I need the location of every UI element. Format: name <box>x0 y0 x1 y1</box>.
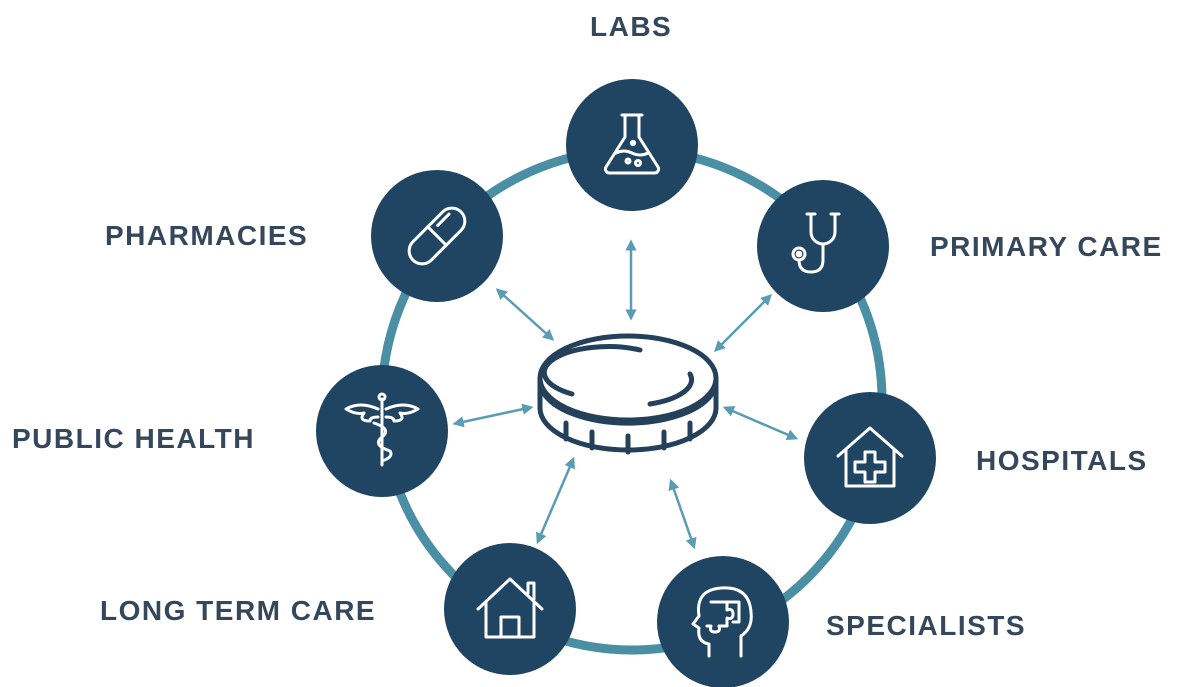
node-specialists <box>657 556 789 687</box>
node-public-health <box>316 365 448 497</box>
arrow-public-health <box>452 403 534 428</box>
node-label-labs: LABS <box>590 11 673 42</box>
caduceus-icon <box>344 392 420 467</box>
node-circle <box>804 392 936 524</box>
arrow-long-term-care <box>536 456 575 545</box>
arrow-pharmacies <box>495 288 555 341</box>
coin-stack-icon <box>537 333 719 455</box>
node-label-public-health: PUBLIC HEALTH <box>12 423 255 454</box>
node-circle <box>444 543 576 675</box>
stethoscope-icon <box>791 212 841 274</box>
node-label-pharmacies: PHARMACIES <box>105 220 309 251</box>
node-labs <box>566 79 698 211</box>
arrow-hospitals <box>722 406 799 440</box>
node-label-long-term-care: LONG TERM CARE <box>100 595 377 626</box>
node-pharmacies <box>371 170 503 302</box>
node-circle <box>657 556 789 687</box>
pill-icon <box>407 206 467 266</box>
node-label-hospitals: HOSPITALS <box>976 445 1148 476</box>
node-label-primary-care: PRIMARY CARE <box>930 231 1163 262</box>
node-label-specialists: SPECIALISTS <box>826 610 1027 641</box>
node-primary-care <box>757 180 889 312</box>
house-cross-icon <box>836 426 904 488</box>
node-long-term-care <box>444 543 576 675</box>
connector-arrows <box>452 239 799 550</box>
node-hospitals <box>804 392 936 524</box>
head-puzzle-icon <box>691 586 753 658</box>
arrow-primary-care <box>714 294 772 352</box>
home-icon <box>476 577 544 639</box>
flask-icon <box>603 113 661 175</box>
arrow-specialists <box>668 478 697 550</box>
